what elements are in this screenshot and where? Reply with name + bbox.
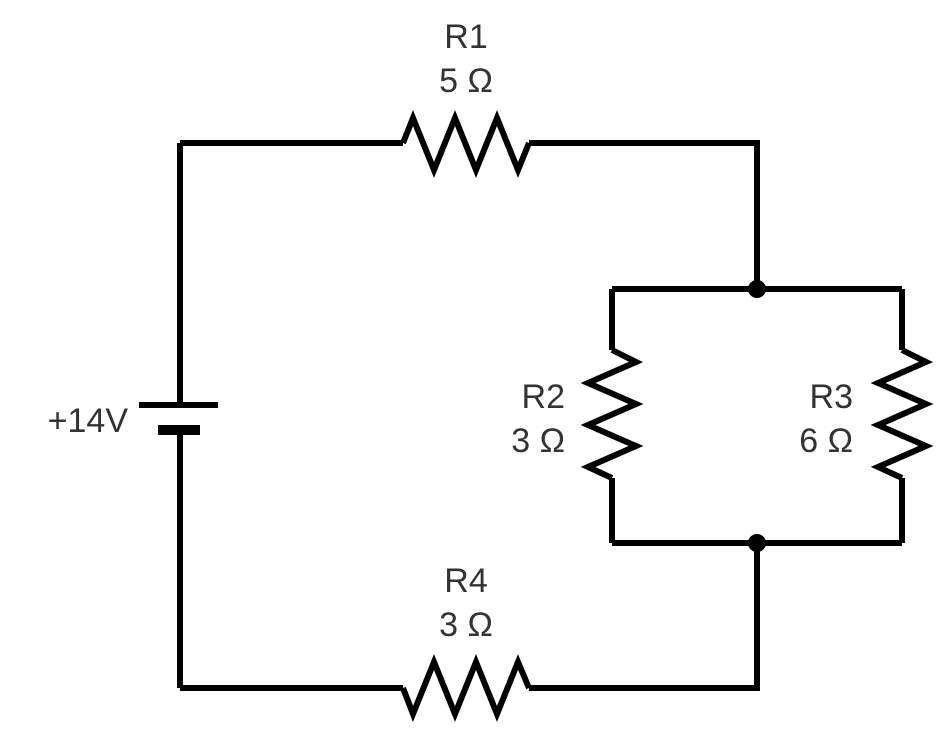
resistor-r4 <box>400 653 532 723</box>
right-lower-wire <box>529 543 760 691</box>
source-voltage-label: +14V <box>48 402 129 440</box>
r4-name-label: R4 <box>444 562 487 600</box>
junction-bottom-node <box>748 534 766 552</box>
r1-name-label: R1 <box>444 18 487 56</box>
r2-name-label: R2 <box>522 378 565 416</box>
junction-top-node <box>748 280 766 298</box>
r3-name-label: R3 <box>810 378 853 416</box>
resistor-r2 <box>580 347 644 481</box>
r4-value-label: 3 Ω <box>439 606 493 644</box>
r3-value-label: 6 Ω <box>799 422 853 460</box>
resistor-r1 <box>400 109 532 179</box>
resistor-r3 <box>870 347 934 481</box>
r2-value-label: 3 Ω <box>511 422 565 460</box>
top-right-wire <box>529 140 760 289</box>
r1-value-label: 5 Ω <box>439 62 493 100</box>
